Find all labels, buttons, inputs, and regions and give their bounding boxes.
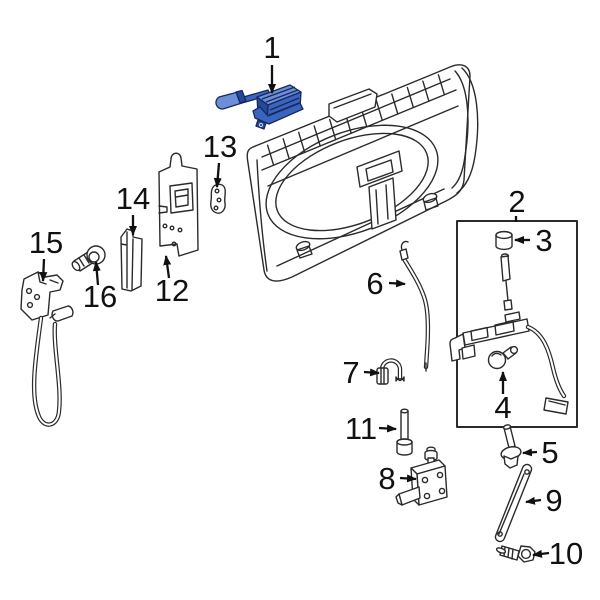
tailgate-latch-bracket-center (356, 150, 403, 230)
part-8-striker (395, 446, 448, 506)
callout-label-9: 9 (545, 483, 562, 518)
part-2-kit-box (449, 220, 578, 428)
callout-arrow-11 (378, 424, 397, 433)
callout-label-8: 8 (378, 461, 395, 496)
callout-label-1: 1 (263, 30, 280, 65)
callout-label-3: 3 (535, 223, 552, 258)
callout-label-16: 16 (83, 279, 117, 314)
part-1-release-switch (215, 84, 304, 130)
kit-strut-rod (500, 253, 513, 311)
part-7-clip (376, 358, 405, 385)
callout-label-14: 14 (116, 181, 150, 216)
part-4-bolt (487, 345, 519, 370)
callout-arrow-16 (92, 261, 101, 286)
part-15-latch-cable (20, 271, 74, 427)
part-6-release-rod (399, 240, 431, 372)
callout-label-13: 13 (203, 129, 237, 164)
callout-arrow-6 (388, 279, 406, 288)
tailgate-panel-art (246, 64, 479, 282)
part-10-bolt (495, 545, 536, 563)
tailgate-handle-pocket (328, 88, 378, 123)
part-9-strap (494, 463, 533, 543)
callout-label-7: 7 (342, 355, 359, 390)
part-11-pin (396, 408, 413, 456)
callout-arrow-7 (363, 368, 380, 377)
part-12-bracket (158, 152, 199, 257)
callout-arrow-13 (213, 162, 222, 188)
callout-label-15: 15 (29, 225, 63, 260)
callout-arrow-10 (532, 549, 550, 558)
callout-label-10: 10 (549, 536, 583, 571)
callout-arrow-15 (39, 258, 48, 282)
part-16-bolt (71, 245, 106, 272)
callout-arrow-5 (522, 448, 538, 457)
callout-label-11: 11 (345, 411, 377, 446)
part-14-bracket (120, 228, 143, 292)
callout-label-2: 2 (508, 184, 525, 219)
kit-latch-bar (449, 311, 569, 415)
callout-arrow-9 (525, 496, 542, 505)
callout-label-4: 4 (494, 390, 511, 425)
part-3-cap (495, 230, 513, 251)
part-5-bolt (500, 424, 522, 469)
callout-arrow-8 (399, 474, 417, 483)
callout-label-6: 6 (366, 266, 383, 301)
callout-label-12: 12 (155, 273, 189, 308)
callout-arrow-12 (163, 255, 172, 279)
callout-label-5: 5 (541, 435, 558, 470)
part-13-gasket (210, 183, 226, 214)
